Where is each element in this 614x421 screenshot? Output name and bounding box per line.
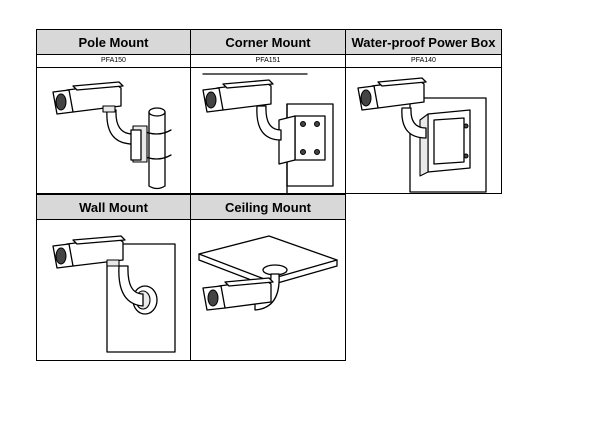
- header-corner-mount: Corner Mount: [190, 29, 346, 55]
- power-box-illustration: [345, 67, 502, 194]
- header-wall-mount: Wall Mount: [36, 194, 191, 220]
- header-ceiling-mount: Ceiling Mount: [190, 194, 346, 220]
- ceiling-mount-illustration: [190, 219, 346, 361]
- model-code-power-box: PFA140: [345, 54, 502, 68]
- pole-mount-illustration: [36, 67, 191, 194]
- model-code-corner-mount: PFA151: [190, 54, 346, 68]
- model-code-pole-mount: PFA150: [36, 54, 191, 68]
- corner-mount-illustration: [190, 67, 346, 194]
- header-pole-mount: Pole Mount: [36, 29, 191, 55]
- wall-mount-illustration: [36, 219, 191, 361]
- header-power-box: Water-proof Power Box: [345, 29, 502, 55]
